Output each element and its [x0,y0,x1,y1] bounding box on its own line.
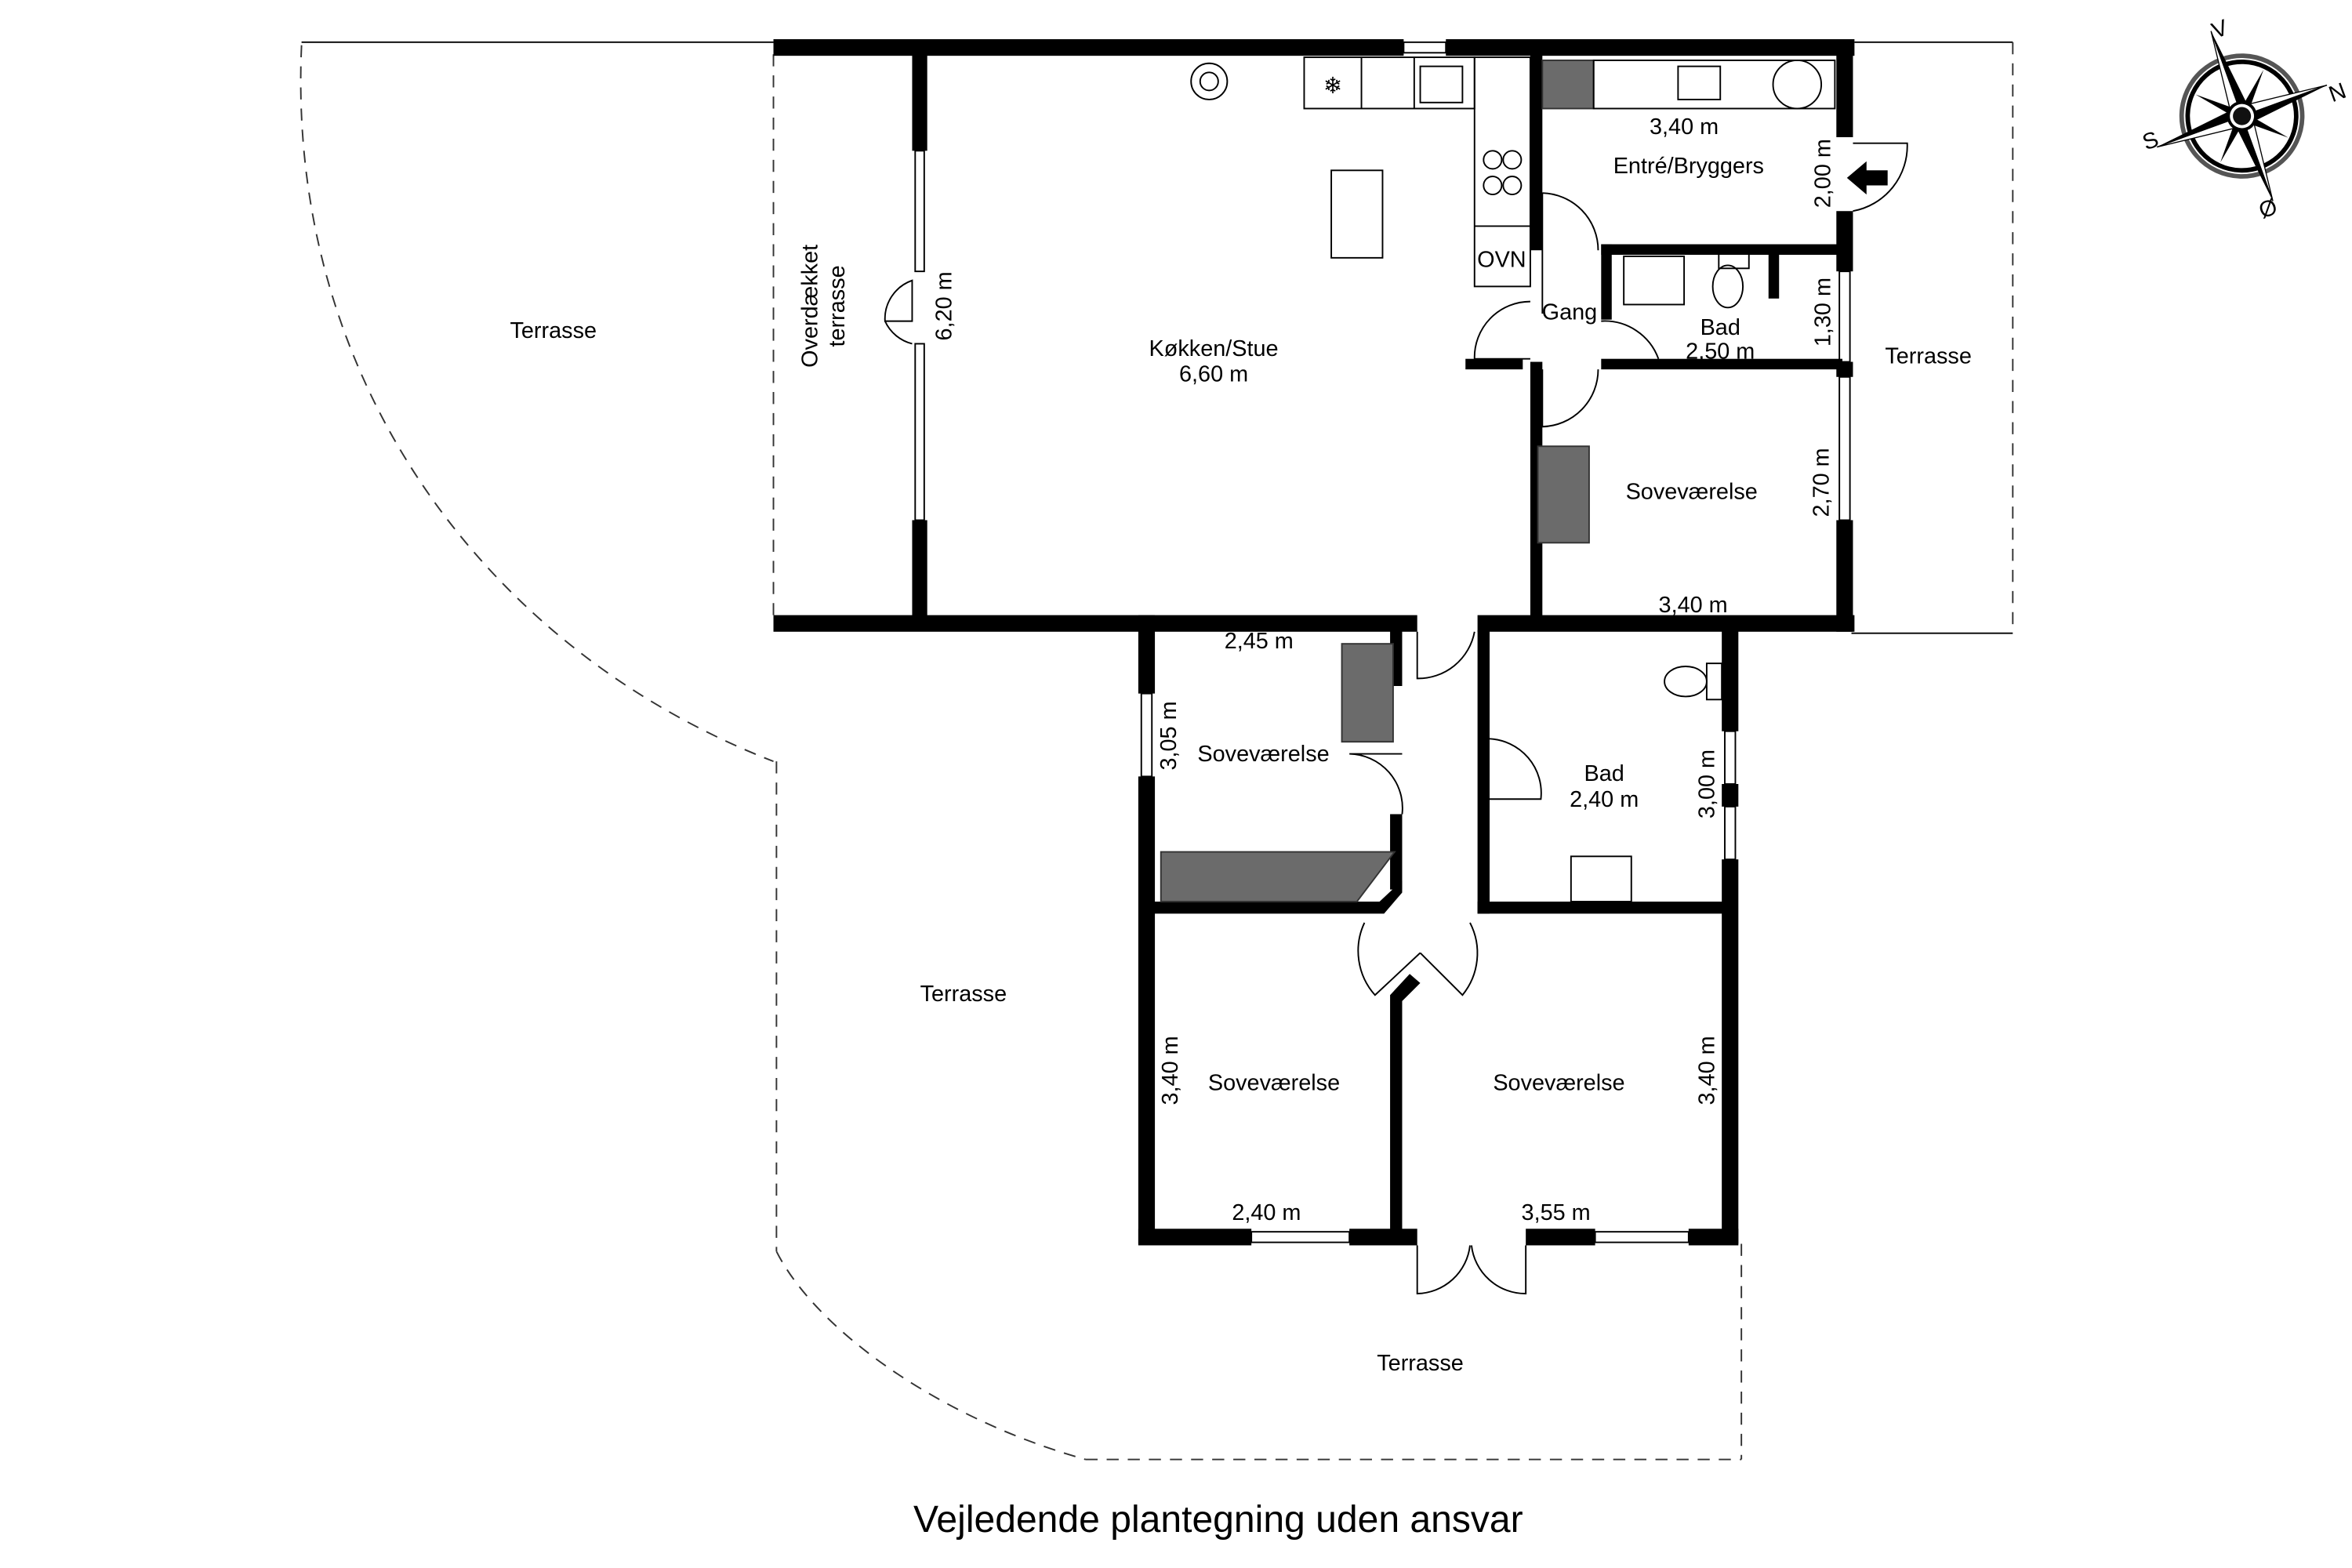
compass-west: V [2209,15,2232,44]
terrace-west: Terrasse [510,318,597,343]
robot-vacuum-icon [1190,62,1229,100]
entrance-arrow-icon [1846,161,1888,195]
room-bath-large: Bad [1584,761,1624,786]
dim-bedroom-se-width: 3,55 m [1522,1200,1591,1225]
compass-rose-icon [2156,31,2328,201]
terrace-east: Terrasse [1885,343,1972,368]
dim-bedroom-ne-width: 3,40 m [1659,593,1728,618]
terrace-southwest: Terrasse [920,982,1007,1007]
freezer-icon: ❄ [1323,74,1342,99]
label-oven: OVN [1477,247,1526,272]
room-bedroom-mid: Soveværelse [1197,742,1329,767]
room-labels: Køkken/Stue 6,60 m 6,20 m Overdækket ter… [510,114,1971,1376]
terrace-outlines [299,41,2014,1461]
walls [773,39,1855,1246]
dim-bath-large-side: 3,00 m [1695,750,1720,818]
label-covered-terrace-2: terrasse [825,265,850,347]
dim-bedroom-sw-height: 3,40 m [1158,1036,1183,1105]
terrace-south: Terrasse [1377,1351,1464,1376]
room-kitchen-living: Køkken/Stue [1149,336,1279,361]
dim-bedroom-ne-height: 2,70 m [1809,448,1835,517]
dim-bedroom-mid-height: 3,05 m [1156,701,1181,770]
compass-east: Ø [2256,194,2281,224]
dim-bedroom-mid-width: 2,45 m [1225,629,1294,654]
dim-entry-height: 2,00 m [1811,139,1836,208]
dim-bath-small: 2,50 m [1686,339,1755,365]
dim-entry-width: 3,40 m [1650,114,1719,140]
room-hall: Gang [1542,300,1598,325]
room-bath-small: Bad [1700,315,1740,340]
dim-bedroom-se-height: 3,40 m [1695,1036,1720,1105]
dim-bedroom-sw-width: 2,40 m [1232,1200,1301,1225]
caption: Vejledende plantegning uden ansvar [913,1498,1523,1541]
dim-bath-large: 2,40 m [1570,787,1639,812]
compass-south: S [2140,127,2162,156]
furniture: ❄ [1160,56,1836,902]
label-covered-terrace-1: Overdækket [797,245,822,368]
doors [884,142,1908,1294]
dim-bath-small-side: 1,30 m [1811,278,1836,347]
compass-north: N [2325,78,2350,107]
dim-kitchen-living: 6,60 m [1179,362,1248,387]
room-bedroom-se: Soveværelse [1493,1070,1624,1095]
room-entry: Entré/Bryggers [1613,154,1764,179]
dim-kitchen-side: 6,20 m [931,271,956,340]
kitchen-island [1330,169,1384,259]
room-bedroom-ne: Soveværelse [1626,480,1758,505]
room-bedroom-sw: Soveværelse [1208,1070,1340,1095]
